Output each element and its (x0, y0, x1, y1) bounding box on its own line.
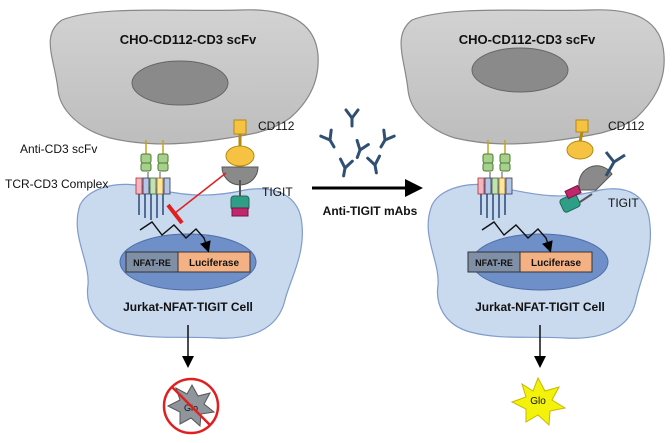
left-luciferase-box (177, 251, 251, 273)
left-panel: NFAT-RE Luciferase Jurkat-NFAT-TIGIT Cel… (5, 9, 319, 435)
right-cd112 (566, 119, 594, 160)
left-anti-cd3-label: Anti-CD3 scFv (20, 142, 97, 156)
right-signal-path (481, 221, 553, 253)
left-luciferase-label: Luciferase (189, 258, 239, 269)
left-cd112-label: CD112 (258, 119, 295, 133)
middle-section: Anti-TIGIT mAbs (312, 108, 423, 218)
left-cd112 (225, 119, 255, 167)
right-cd112-label: CD112 (608, 119, 645, 133)
treatment-arrowhead (405, 179, 423, 197)
right-jurkat-label: Jurkat-NFAT-TIGIT Cell (475, 300, 605, 314)
left-tcr-cd3-complex (135, 172, 171, 220)
right-tigit-label: TIGIT (608, 196, 639, 210)
anti-tigit-antibodies (319, 108, 396, 178)
left-tcr-label: TCR-CD3 Complex (5, 177, 108, 191)
right-glo-label: Glo (530, 396, 546, 407)
right-anti-cd3-scfv (482, 140, 511, 172)
right-glo-signal: Glo (510, 376, 567, 427)
left-inhibition-signal (166, 172, 227, 225)
right-tcr-cd3-complex (477, 172, 513, 220)
antibody-6 (366, 154, 382, 175)
right-nfat-label: NFAT-RE (475, 258, 513, 268)
left-cho-label: CHO-CD112-CD3 scFv (120, 32, 257, 47)
left-tigit-label: TIGIT (262, 185, 293, 199)
right-luciferase-label: Luciferase (531, 258, 581, 269)
right-panel: NFAT-RE Luciferase Jurkat-NFAT-TIGIT Cel… (400, 9, 665, 427)
left-nfat-label: NFAT-RE (133, 258, 171, 268)
left-tigit (221, 166, 259, 217)
left-glo-signal-blocked: Glo (162, 377, 220, 435)
antibody-1 (344, 108, 360, 128)
antibody-4 (379, 128, 396, 149)
left-glo-label: Glo (184, 403, 198, 413)
right-bound-antibody (604, 151, 626, 177)
antibody-5 (338, 157, 354, 178)
right-cho-label: CHO-CD112-CD3 scFv (459, 32, 596, 47)
right-tigit (559, 165, 613, 213)
right-luciferase-box (519, 251, 593, 273)
left-signal-path (139, 221, 211, 253)
left-anti-cd3-scfv (140, 140, 169, 172)
left-cho-nucleus (131, 60, 229, 106)
right-cho-nucleus (471, 47, 569, 93)
antibody-3 (355, 138, 370, 160)
antibody-2 (319, 128, 336, 149)
antibody-label: Anti-TIGIT mAbs (323, 204, 418, 218)
left-jurkat-label: Jurkat-NFAT-TIGIT Cell (123, 300, 253, 314)
